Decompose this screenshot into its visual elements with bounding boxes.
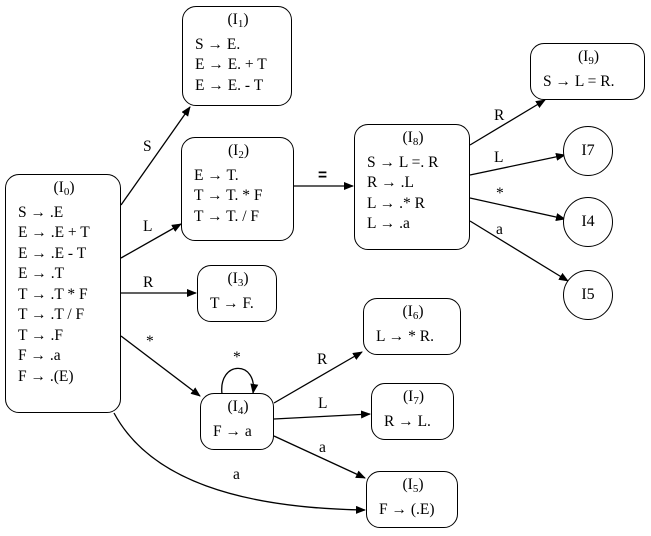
- item: T → T. * F: [194, 187, 263, 204]
- edge-I4-I7: [273, 410, 371, 420]
- edge-I4-I4-loop: [221, 367, 259, 395]
- edge-label-L-I7: L: [494, 149, 504, 166]
- item: F → .a: [18, 347, 61, 364]
- edge-I8-I9: [469, 99, 546, 146]
- edge-label-R-I9: R: [494, 107, 505, 124]
- edge-label-a-I5b: a: [319, 439, 326, 456]
- item: L → * R.: [376, 327, 434, 345]
- edge-label-equals: =: [318, 167, 328, 184]
- item: T → .F: [18, 326, 63, 344]
- edge-I0-I2: [120, 223, 182, 259]
- state-I7[interactable]: (I7) R → L.: [371, 383, 454, 440]
- edge-I8-refI4: [469, 197, 566, 221]
- state-I8[interactable]: (I8) S → L =. R R → .L L → .* R L → .a: [354, 124, 470, 250]
- item: L → .a: [367, 215, 410, 232]
- state-title: (I6): [402, 303, 424, 322]
- edge-label-S: S: [143, 138, 152, 155]
- item: T → .T / F: [18, 306, 85, 323]
- edge-I4-I6: [273, 351, 363, 404]
- item: E → .T: [18, 265, 65, 282]
- edge-I0-I1: [120, 106, 191, 206]
- state-title: (I7): [402, 388, 424, 407]
- item: T → F.: [210, 294, 254, 312]
- edge-label-a-I5: a: [496, 221, 503, 238]
- state-title: (I3): [227, 270, 249, 289]
- item: T → T. / F: [194, 207, 260, 225]
- item: L → .* R: [367, 194, 425, 212]
- edge-label-L: L: [143, 218, 153, 235]
- edge-label-star: *: [146, 333, 154, 350]
- ref-node-I5[interactable]: I5: [563, 270, 613, 320]
- edge-label-loop-star: *: [233, 349, 241, 366]
- item: E → .E + T: [18, 224, 90, 241]
- state-I2[interactable]: (I2) E → T. T → T. * F T → T. / F: [181, 137, 294, 241]
- state-title: (I4): [227, 398, 249, 417]
- state-I5[interactable]: (I5) F → (.E): [366, 471, 458, 528]
- ref-node-I7[interactable]: I7: [563, 126, 613, 176]
- edge-I4-I5: [273, 435, 366, 479]
- item: F → (.E): [379, 500, 435, 518]
- edge-label-star-I4: *: [496, 185, 504, 202]
- state-title: (I0): [53, 179, 75, 198]
- edge-label-L-I7b: L: [318, 395, 328, 412]
- state-I0[interactable]: (I0) S → .E E → .E + T E → .E - T E → .T…: [5, 174, 121, 413]
- state-title: (I9): [577, 48, 599, 67]
- edge-label-R-I6: R: [317, 351, 328, 368]
- item: T → .T * F: [18, 285, 88, 303]
- state-title: (I2): [227, 142, 249, 161]
- item: E → E. + T: [195, 56, 267, 73]
- state-title: (I5): [402, 476, 424, 495]
- state-I3[interactable]: (I3) T → F.: [197, 265, 277, 322]
- item: S → E.: [195, 35, 241, 53]
- item: E → E. - T: [195, 76, 264, 94]
- state-I1[interactable]: (I1) S → E. E → E. + T E → E. - T: [182, 6, 292, 106]
- item: S → L = R.: [543, 72, 615, 90]
- item: S → .E: [18, 203, 64, 221]
- item: R → .L: [367, 174, 414, 191]
- state-I6[interactable]: (I6) L → * R.: [363, 298, 461, 355]
- edge-I8-refI5: [469, 220, 569, 282]
- state-I9[interactable]: (I9) S → L = R.: [530, 43, 645, 100]
- item: F → a: [213, 422, 252, 440]
- item: S → L =. R: [367, 153, 439, 171]
- edge-I8-refI7: [469, 152, 566, 176]
- state-I4[interactable]: (I4) F → a: [200, 393, 274, 450]
- edge-label-R: R: [143, 274, 154, 291]
- ref-node-I4[interactable]: I4: [563, 197, 613, 247]
- edge-label-a: a: [233, 466, 240, 483]
- item: E → T.: [194, 166, 239, 184]
- state-title: (I1): [227, 11, 249, 30]
- edge-I0-I5: [113, 412, 366, 514]
- state-title: (I8): [402, 129, 424, 148]
- edge-I0-I4: [120, 335, 201, 397]
- item: E → .E - T: [18, 244, 87, 262]
- item: R → L.: [384, 412, 431, 430]
- item: F → .(E): [18, 367, 74, 385]
